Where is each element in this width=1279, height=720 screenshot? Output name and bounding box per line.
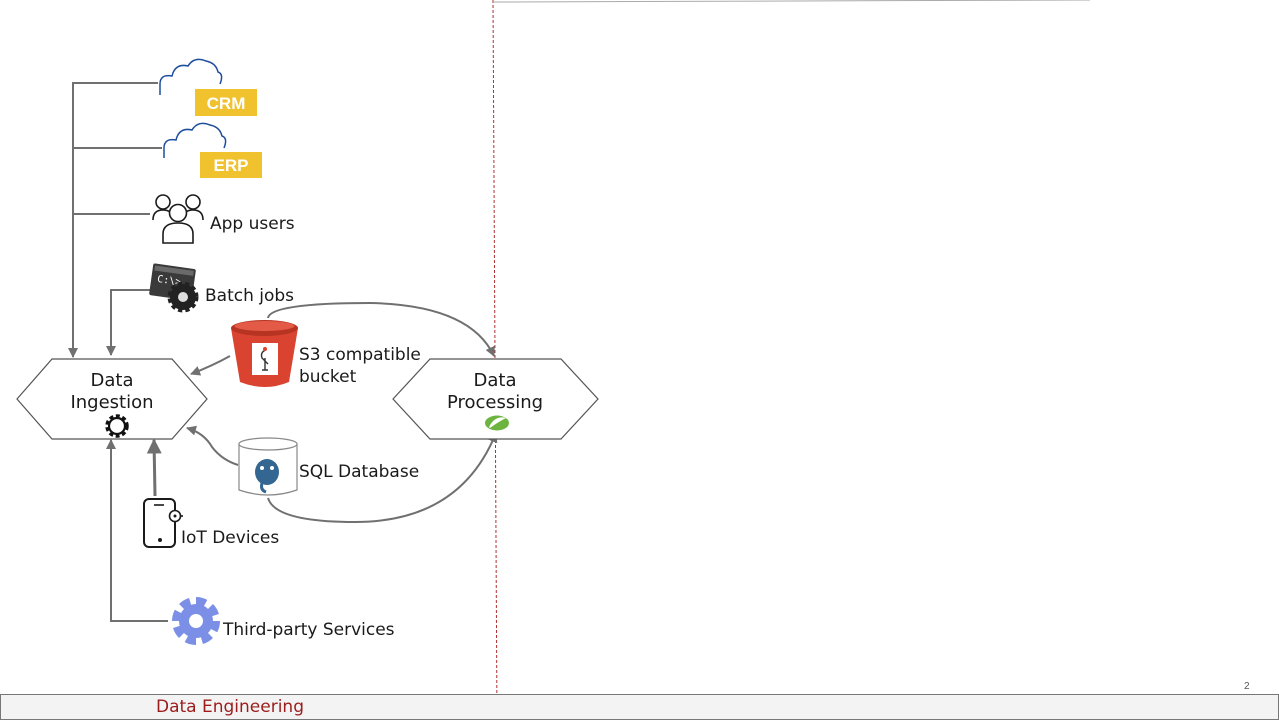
hexagon-shape xyxy=(16,358,208,440)
s3-to-ingestion-arrow xyxy=(190,355,231,376)
processing-label-line1: Data xyxy=(474,370,517,391)
third-party-connector xyxy=(106,439,168,622)
third-party-source: Third-party Services xyxy=(172,597,395,645)
data-ingestion-node: Data Ingestion xyxy=(16,358,208,440)
crm-connector xyxy=(68,82,158,358)
cloud-icon xyxy=(163,122,227,158)
sql-database-label: SQL Database xyxy=(299,462,419,482)
spring-leaf-icon xyxy=(485,415,509,431)
top-rule xyxy=(493,0,1091,3)
bucket-icon xyxy=(231,320,298,387)
sql-to-ingestion-arrow xyxy=(186,425,239,466)
hexagon-shape xyxy=(392,358,599,440)
data-processing-node: Data Processing xyxy=(392,358,599,440)
iot-devices-label: IoT Devices xyxy=(181,528,279,548)
users-icon xyxy=(152,194,204,244)
database-icon xyxy=(238,437,298,496)
s3-bucket-source: S3 compatible bucket xyxy=(231,320,421,387)
ingestion-label-line1: Data xyxy=(91,370,134,391)
page-number: 2 xyxy=(1244,681,1250,692)
erp-tag xyxy=(200,152,262,178)
gear-icon xyxy=(172,597,220,645)
s3-label-line2: bucket xyxy=(299,367,357,387)
iot-to-ingestion-arrow xyxy=(146,438,162,497)
sql-database-source: SQL Database xyxy=(238,437,419,496)
crm-label: CRM xyxy=(207,94,246,113)
footer-bar: Data Engineering xyxy=(0,694,1279,720)
ingestion-label-line2: Ingestion xyxy=(70,392,153,413)
third-party-label: Third-party Services xyxy=(222,620,395,640)
connectors xyxy=(68,82,498,622)
cog-icon xyxy=(105,414,129,438)
erp-source: ERP xyxy=(163,122,262,178)
cloud-icon xyxy=(159,58,223,95)
phone-icon xyxy=(143,498,183,548)
s3-label-line1: S3 compatible xyxy=(299,345,421,365)
s3-to-processing-arrow xyxy=(267,301,495,357)
erp-label: ERP xyxy=(214,156,249,175)
app-users-label: App users xyxy=(210,214,295,234)
crm-tag xyxy=(195,89,257,116)
processing-label-line2: Processing xyxy=(447,392,543,413)
batch-jobs-connector xyxy=(106,289,150,356)
app-users-source: App users xyxy=(152,194,295,244)
crm-source: CRM xyxy=(159,58,257,116)
batch-jobs-source: C:\>_ Batch jobs xyxy=(149,263,294,313)
footer-title: Data Engineering xyxy=(156,697,304,717)
sql-to-processing-arrow xyxy=(267,432,498,524)
batch-jobs-label: Batch jobs xyxy=(205,286,294,306)
iot-devices-source: IoT Devices xyxy=(143,498,279,548)
terminal-gear-icon: C:\>_ xyxy=(149,263,199,313)
